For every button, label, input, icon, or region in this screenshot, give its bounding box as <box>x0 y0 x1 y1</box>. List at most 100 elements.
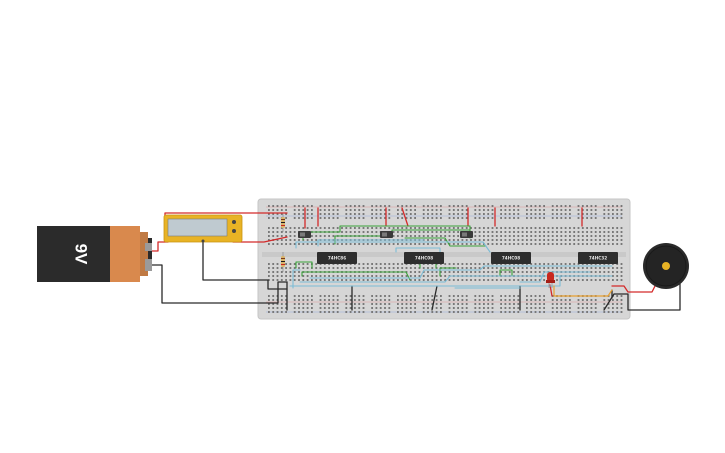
breadboard-hole[interactable] <box>280 213 283 215</box>
breadboard-hole[interactable] <box>276 271 279 273</box>
breadboard-hole[interactable] <box>581 205 584 207</box>
breadboard-hole[interactable] <box>581 213 584 215</box>
breadboard-hole[interactable] <box>276 307 279 309</box>
breadboard-hole[interactable] <box>491 267 494 269</box>
breadboard-hole[interactable] <box>564 303 567 305</box>
breadboard-hole[interactable] <box>414 295 416 297</box>
breadboard-hole[interactable] <box>427 275 429 277</box>
breadboard-hole[interactable] <box>319 299 322 301</box>
breadboard-hole[interactable] <box>272 275 275 277</box>
breadboard-hole[interactable] <box>569 243 571 245</box>
breadboard-hole[interactable] <box>440 307 442 309</box>
breadboard-hole[interactable] <box>474 205 477 207</box>
breadboard-hole[interactable] <box>504 205 507 207</box>
breadboard-hole[interactable] <box>422 299 425 301</box>
breadboard-hole[interactable] <box>388 311 391 313</box>
breadboard-hole[interactable] <box>401 275 404 277</box>
breadboard-hole[interactable] <box>354 275 356 277</box>
breadboard-hole[interactable] <box>551 227 554 229</box>
breadboard-hole[interactable] <box>551 213 554 215</box>
breadboard-hole[interactable] <box>569 217 571 219</box>
breadboard-hole[interactable] <box>504 217 507 219</box>
breadboard-hole[interactable] <box>435 307 438 309</box>
breadboard-hole[interactable] <box>388 213 391 215</box>
breadboard-hole[interactable] <box>422 311 425 313</box>
breadboard-hole[interactable] <box>616 209 619 211</box>
breadboard-hole[interactable] <box>586 303 588 305</box>
breadboard-hole[interactable] <box>517 205 520 207</box>
breadboard-hole[interactable] <box>306 303 309 305</box>
breadboard-hole[interactable] <box>513 271 515 273</box>
breadboard-hole[interactable] <box>599 235 601 237</box>
breadboard-hole[interactable] <box>607 209 610 211</box>
breadboard-hole[interactable] <box>323 267 326 269</box>
breadboard-hole[interactable] <box>323 299 326 301</box>
breadboard-hole[interactable] <box>508 239 511 241</box>
breadboard-hole[interactable] <box>448 299 451 301</box>
breadboard-hole[interactable] <box>474 239 477 241</box>
breadboard-hole[interactable] <box>285 267 287 269</box>
breadboard-hole[interactable] <box>362 227 365 229</box>
breadboard-hole[interactable] <box>607 235 610 237</box>
breadboard-hole[interactable] <box>487 213 490 215</box>
breadboard-hole[interactable] <box>594 227 597 229</box>
breadboard-hole[interactable] <box>375 213 378 215</box>
breadboard-hole[interactable] <box>616 279 619 281</box>
breadboard-hole[interactable] <box>603 217 606 219</box>
breadboard-hole[interactable] <box>285 279 287 281</box>
breadboard-hole[interactable] <box>465 267 468 269</box>
breadboard-hole[interactable] <box>302 217 305 219</box>
breadboard-hole[interactable] <box>336 209 339 211</box>
breadboard-hole[interactable] <box>276 217 279 219</box>
breadboard-hole[interactable] <box>293 213 296 215</box>
breadboard-hole[interactable] <box>392 231 395 233</box>
breadboard-hole[interactable] <box>504 267 507 269</box>
breadboard-hole[interactable] <box>431 295 434 297</box>
breadboard-hole[interactable] <box>431 267 434 269</box>
breadboard-hole[interactable] <box>384 263 386 265</box>
breadboard-hole[interactable] <box>616 213 619 215</box>
breadboard-hole[interactable] <box>513 209 515 211</box>
breadboard-hole[interactable] <box>452 271 455 273</box>
breadboard-hole[interactable] <box>293 227 296 229</box>
breadboard-hole[interactable] <box>586 279 588 281</box>
breadboard-hole[interactable] <box>470 239 472 241</box>
breadboard-hole[interactable] <box>306 279 309 281</box>
breadboard-hole[interactable] <box>268 295 270 297</box>
breadboard-hole[interactable] <box>491 227 494 229</box>
breadboard-hole[interactable] <box>401 217 404 219</box>
breadboard-hole[interactable] <box>465 307 468 309</box>
breadboard-hole[interactable] <box>491 307 494 309</box>
breadboard-hole[interactable] <box>280 239 283 241</box>
breadboard-hole[interactable] <box>397 227 399 229</box>
breadboard-hole[interactable] <box>276 239 279 241</box>
breadboard-hole[interactable] <box>452 303 455 305</box>
breadboard-hole[interactable] <box>599 231 601 233</box>
breadboard-hole[interactable] <box>534 295 537 297</box>
breadboard-hole[interactable] <box>487 239 490 241</box>
breadboard-hole[interactable] <box>388 263 391 265</box>
breadboard-hole[interactable] <box>474 303 477 305</box>
breadboard-hole[interactable] <box>298 267 300 269</box>
breadboard-hole[interactable] <box>302 295 305 297</box>
breadboard-hole[interactable] <box>491 271 494 273</box>
breadboard-hole[interactable] <box>405 295 408 297</box>
breadboard-hole[interactable] <box>293 205 296 207</box>
breadboard-hole[interactable] <box>341 231 343 233</box>
breadboard-hole[interactable] <box>620 205 623 207</box>
breadboard-hole[interactable] <box>323 213 326 215</box>
breadboard-hole[interactable] <box>620 267 623 269</box>
breadboard-hole[interactable] <box>517 271 520 273</box>
breadboard-hole[interactable] <box>569 209 571 211</box>
breadboard-hole[interactable] <box>405 299 408 301</box>
breadboard-hole[interactable] <box>577 213 580 215</box>
breadboard-hole[interactable] <box>474 295 477 297</box>
breadboard-hole[interactable] <box>328 213 330 215</box>
breadboard-hole[interactable] <box>500 217 502 219</box>
breadboard-hole[interactable] <box>513 231 515 233</box>
breadboard-hole[interactable] <box>397 209 399 211</box>
breadboard-hole[interactable] <box>268 263 270 265</box>
breadboard-hole[interactable] <box>319 235 322 237</box>
breadboard-hole[interactable] <box>543 311 545 313</box>
breadboard-hole[interactable] <box>590 311 593 313</box>
